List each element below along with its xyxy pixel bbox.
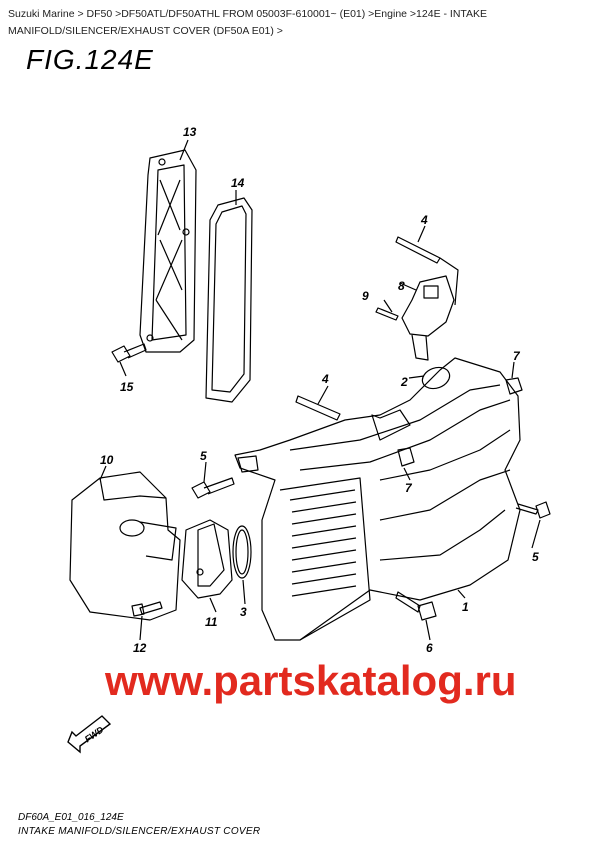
- breadcrumb-text[interactable]: Suzuki Marine > DF50 >DF50ATL/DF50ATHL F…: [8, 8, 488, 37]
- bolt-5-left-part[interactable]: [191, 477, 235, 499]
- callout-13: 13: [183, 125, 197, 139]
- bolt-5-right-part[interactable]: [515, 501, 551, 519]
- fwd-arrow-icon: FWD: [67, 715, 112, 754]
- figure-code: DF60A_E01_016_124E: [18, 812, 124, 823]
- callout-5-left: 5: [200, 449, 207, 463]
- exhaust-gasket-part[interactable]: [205, 197, 253, 403]
- callout-10: 10: [100, 453, 114, 467]
- callout-1: 1: [462, 600, 469, 614]
- silencer-sleeve-part[interactable]: [181, 519, 233, 599]
- o-ring-3-part[interactable]: [232, 525, 252, 579]
- callout-12: 12: [133, 641, 147, 655]
- callout-15: 15: [120, 380, 134, 394]
- callout-7-lower: 7: [405, 481, 413, 495]
- callout-14: 14: [231, 176, 245, 190]
- stud-bolt-upper-part[interactable]: [395, 236, 459, 306]
- callout-labels: 13 14 15 4 8 9 2 7 4 5 7 10 5 3 11 1 6 1…: [100, 125, 539, 655]
- callout-9: 9: [362, 289, 369, 303]
- callout-3: 3: [240, 605, 247, 619]
- callout-2: 2: [400, 375, 408, 389]
- screw-9-part[interactable]: [375, 307, 399, 321]
- watermark-text: www.partskatalog.ru: [105, 657, 517, 704]
- bolt-15-part[interactable]: [111, 343, 147, 363]
- figure-caption: INTAKE MANIFOLD/SILENCER/EXHAUST COVER: [18, 826, 261, 837]
- nut-7-upper-part[interactable]: [505, 377, 523, 395]
- callout-4-upper: 4: [420, 213, 428, 227]
- silencer-case-part[interactable]: [69, 471, 181, 621]
- figure-title: FIG.124E: [26, 44, 154, 75]
- stud-bolt-lower-part[interactable]: [295, 395, 341, 421]
- o-ring-2-part[interactable]: [419, 364, 452, 392]
- breadcrumb[interactable]: Suzuki Marine > DF50 >DF50ATL/DF50ATHL F…: [8, 6, 593, 40]
- callout-11: 11: [205, 615, 218, 629]
- exhaust-cover-part[interactable]: [139, 149, 197, 353]
- callout-4-lower: 4: [321, 372, 329, 386]
- callout-5-right: 5: [532, 550, 539, 564]
- callout-6: 6: [426, 641, 433, 655]
- callout-7-upper: 7: [513, 349, 521, 363]
- callout-8: 8: [398, 279, 405, 293]
- sensor-8-part[interactable]: [401, 275, 455, 361]
- screw-12-part[interactable]: [131, 601, 163, 617]
- intake-manifold-part[interactable]: [234, 357, 521, 641]
- bolt-6-part[interactable]: [395, 591, 437, 621]
